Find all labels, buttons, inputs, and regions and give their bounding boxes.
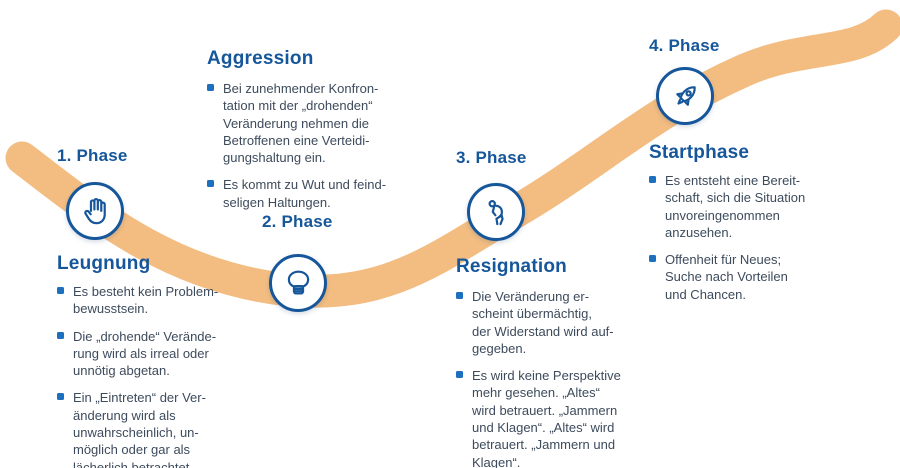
bullet-text: Es wird keine Perspektive mehr gesehen. … xyxy=(472,368,621,468)
bullet-marker-icon xyxy=(456,292,463,299)
bullet-text: Ein „Eintreten“ der Ver- änderung wird a… xyxy=(73,390,206,468)
bullet-text: Es kommt zu Wut und feind- seligen Haltu… xyxy=(223,177,387,210)
bullet-text: Es entsteht eine Bereit- schaft, sich di… xyxy=(665,173,806,240)
phase-3-label: 3. Phase xyxy=(456,148,527,167)
bullet-item: Die „drohende“ Verände- rung wird als ir… xyxy=(57,328,242,380)
phase-2-title: Aggression xyxy=(207,48,314,69)
bullet-marker-icon xyxy=(649,255,656,263)
bullet-text: Bei zunehmender Konfron- tation mit der … xyxy=(223,81,379,166)
bullet-marker-icon xyxy=(57,331,64,339)
bullet-item: Offenheit für Neues; Suche nach Vorteile… xyxy=(649,251,849,303)
phase-4-icon-circle xyxy=(656,67,714,125)
phase-4-title: Startphase xyxy=(649,142,750,163)
rocket-icon xyxy=(675,85,696,106)
bullet-text: Offenheit für Neues; Suche nach Vorteile… xyxy=(665,252,788,302)
bullet-item: Es entsteht eine Bereit- schaft, sich di… xyxy=(649,172,849,241)
phase-1-bullets: Es besteht kein Problem- bewusstsein. Di… xyxy=(57,283,242,468)
boxing-glove-icon xyxy=(287,270,309,294)
phase-2-bullets: Bei zunehmender Konfron- tation mit der … xyxy=(207,80,405,221)
phase-2-label: 2. Phase xyxy=(262,212,333,231)
bullet-marker-icon xyxy=(207,84,214,91)
phase-2-icon-circle xyxy=(269,254,327,312)
bullet-item: Ein „Eintreten“ der Ver- änderung wird a… xyxy=(57,389,242,468)
bullet-marker-icon xyxy=(456,371,463,379)
phase-1-label: 1. Phase xyxy=(57,146,128,165)
hand-icon xyxy=(83,197,106,224)
bullet-text: Die „drohende“ Verände- rung wird als ir… xyxy=(73,328,217,379)
phase-1-title: Leugnung xyxy=(57,253,151,274)
bullet-item: Es besteht kein Problem- bewusstsein. xyxy=(57,283,242,318)
bullet-item: Es kommt zu Wut und feind- seligen Haltu… xyxy=(207,176,405,211)
phase-3-icon-circle xyxy=(467,183,525,241)
phase-1-icon-circle xyxy=(66,182,124,240)
bullet-item: Die Veränderung er- scheint übermächtig,… xyxy=(456,288,641,357)
phase-4-bullets: Es entsteht eine Bereit- schaft, sich di… xyxy=(649,172,849,313)
bullet-text: Die Veränderung er- scheint übermächtig,… xyxy=(472,289,614,356)
bullet-marker-icon xyxy=(649,176,656,183)
bullet-item: Es wird keine Perspektive mehr gesehen. … xyxy=(456,367,641,468)
phase-3-bullets: Die Veränderung er- scheint übermächtig,… xyxy=(456,288,641,468)
bullet-text: Es besteht kein Problem- bewusstsein. xyxy=(73,284,219,317)
slumped-person-icon xyxy=(488,199,504,225)
bullet-marker-icon xyxy=(57,393,64,401)
bullet-item: Bei zunehmender Konfron- tation mit der … xyxy=(207,80,405,166)
bullet-marker-icon xyxy=(57,287,64,294)
phase-3-title: Resignation xyxy=(456,256,567,277)
bullet-marker-icon xyxy=(207,180,214,188)
phase-4-label: 4. Phase xyxy=(649,36,720,55)
